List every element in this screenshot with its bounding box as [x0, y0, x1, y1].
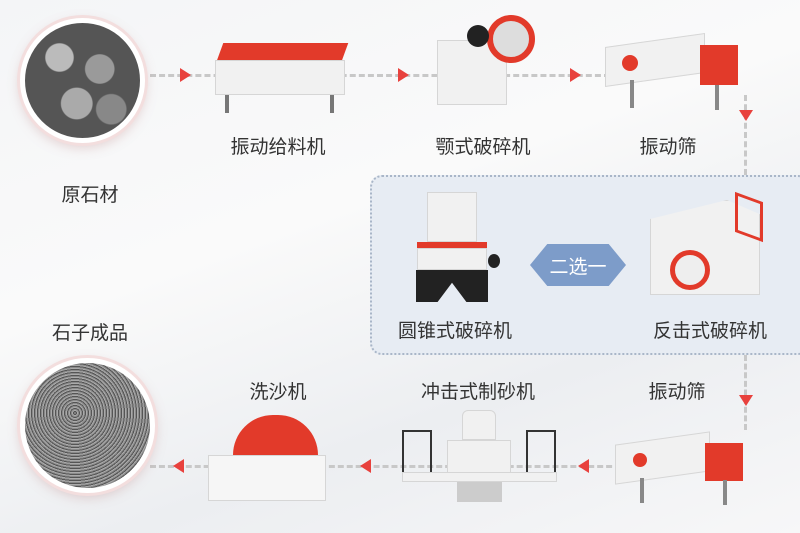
- label-vibrating-screen-2: 振动筛: [648, 381, 706, 403]
- vibrating-feeder-image: [215, 38, 350, 113]
- arrow-right-icon: [570, 68, 581, 82]
- vibrating-screen-image: [600, 20, 740, 110]
- impact-crusher-image: [650, 191, 770, 300]
- raw-stone-image: [20, 18, 145, 143]
- label-finished-stone: 石子成品: [51, 322, 129, 344]
- finished-sand-image: [20, 358, 155, 493]
- label-raw-stone: 原石材: [61, 184, 119, 206]
- choose-one-badge: 二选一: [530, 244, 626, 286]
- label-vibrating-screen: 振动筛: [639, 136, 697, 158]
- flow-line-right-lower: [744, 355, 747, 430]
- flow-line-bottom: [150, 465, 630, 468]
- arrow-down-icon: [739, 110, 753, 121]
- label-sand-washer: 洗沙机: [249, 381, 307, 403]
- label-impact-crusher: 反击式破碎机: [652, 320, 768, 342]
- label-vibrating-feeder: 振动给料机: [230, 136, 326, 158]
- label-jaw-crusher: 颚式破碎机: [435, 136, 531, 158]
- arrow-right-icon: [180, 68, 191, 82]
- label-cone-crusher: 圆锥式破碎机: [397, 320, 513, 342]
- vibrating-screen-2-image: [615, 428, 745, 506]
- flow-line-top: [150, 74, 610, 77]
- sand-washer-image: [208, 415, 328, 503]
- label-vsi-sand-maker: 冲击式制砂机: [420, 381, 536, 403]
- arrow-down-icon: [739, 395, 753, 406]
- arrow-left-icon: [360, 459, 371, 473]
- vsi-sand-maker-image: [402, 410, 557, 502]
- arrow-left-icon: [173, 459, 184, 473]
- flow-line-right: [744, 95, 747, 175]
- arrow-right-icon: [398, 68, 409, 82]
- cone-crusher-image: [412, 192, 502, 304]
- arrow-left-icon: [578, 459, 589, 473]
- jaw-crusher-image: [432, 15, 537, 110]
